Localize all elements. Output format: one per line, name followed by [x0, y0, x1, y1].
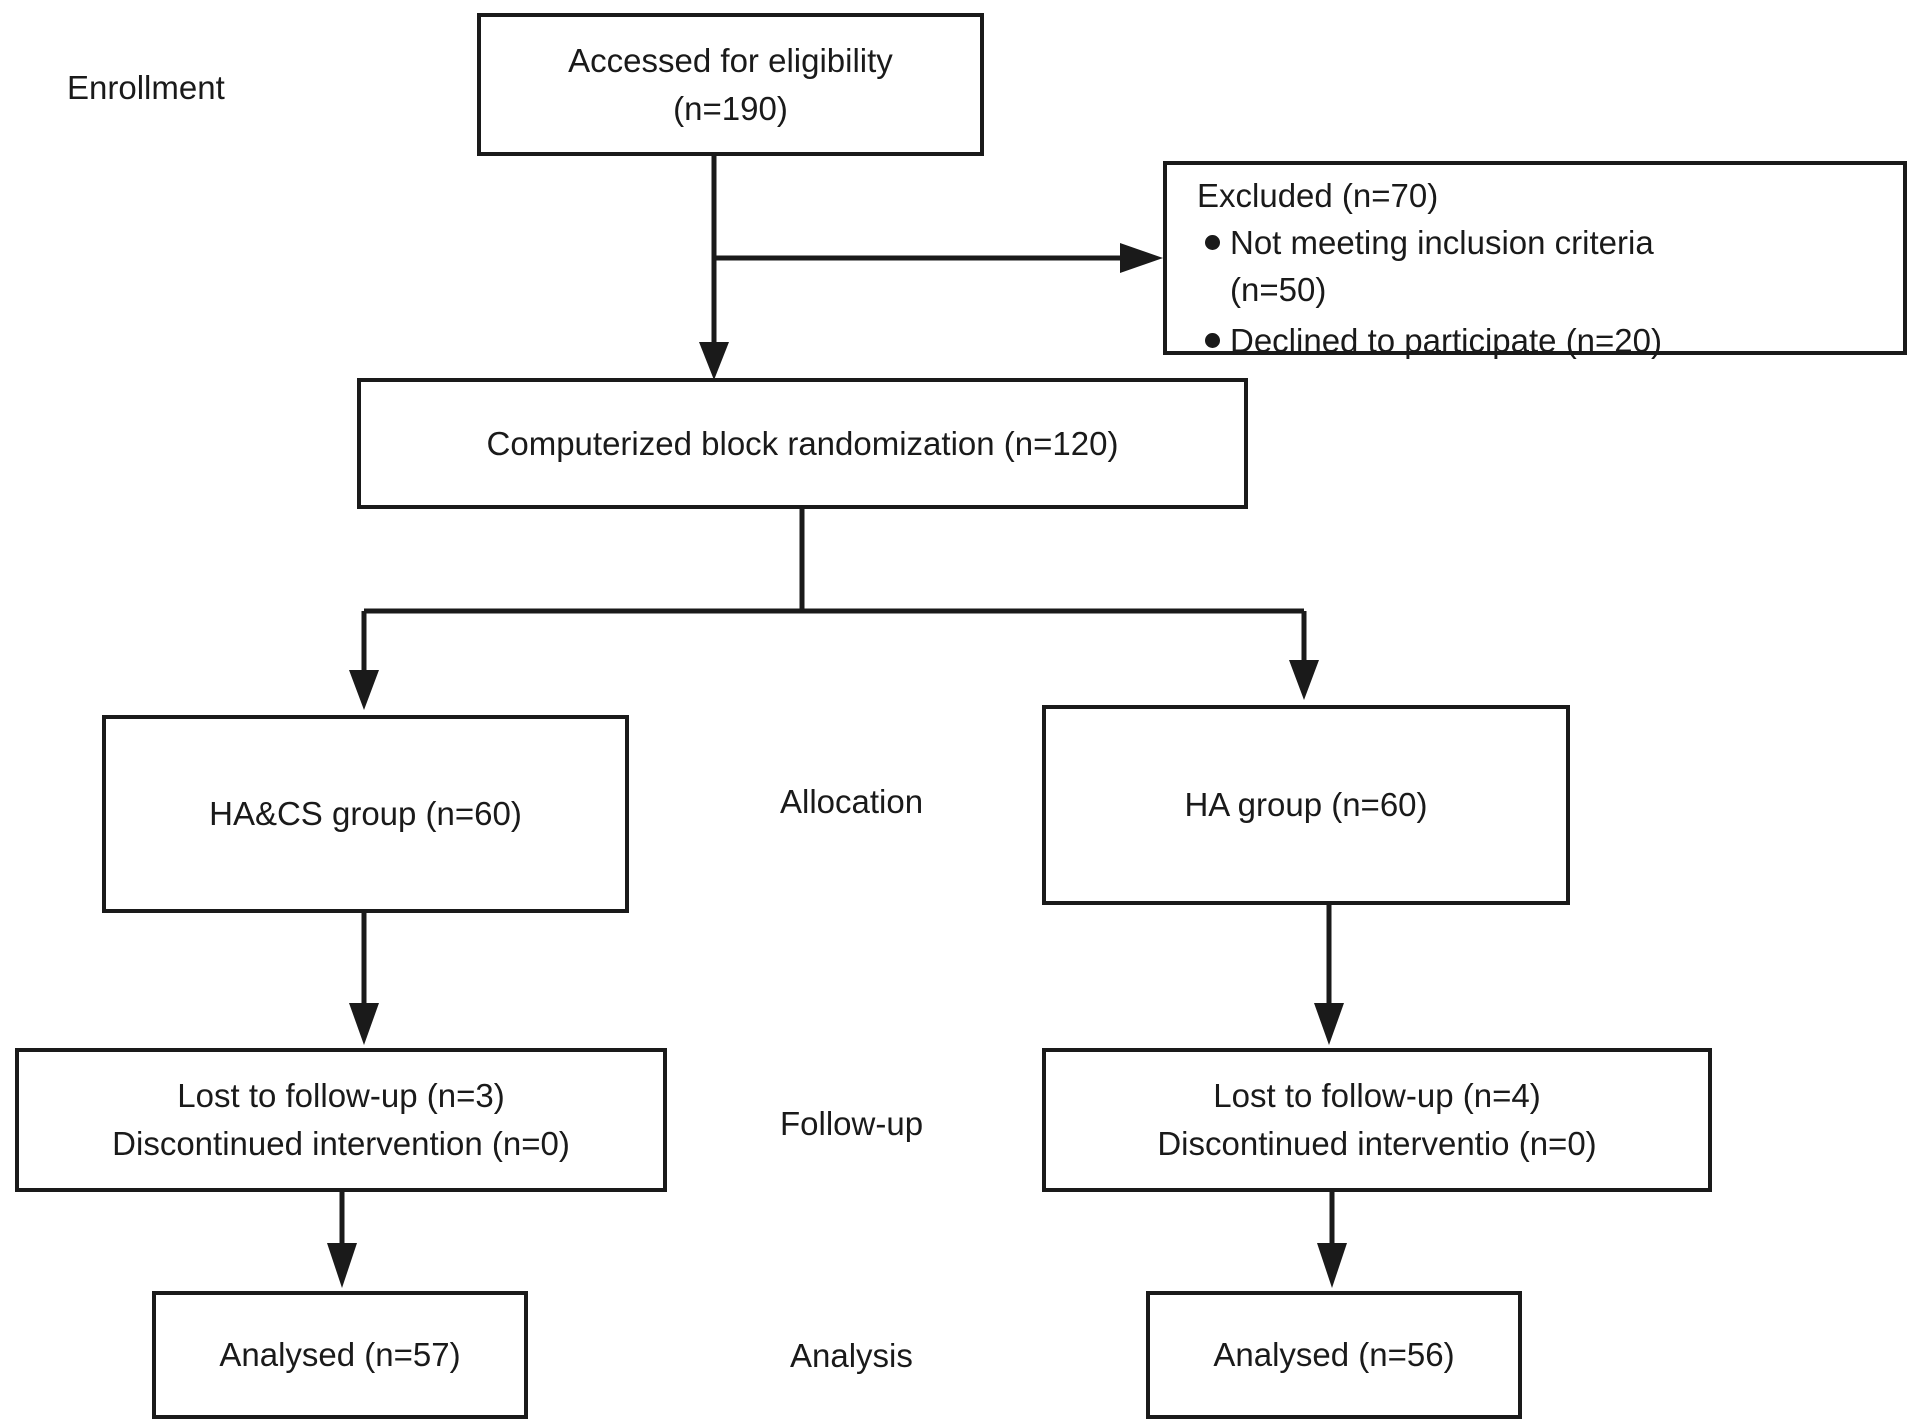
follow-up-lost-right: Lost to follow-up (n=4)	[1213, 1077, 1541, 1115]
randomization-label: Computerized block randomization (n=120)	[486, 424, 1119, 462]
allocation-label-right: HA group (n=60)	[1184, 786, 1428, 824]
analysis-box-right: Analysed (n=56)	[1146, 1291, 1522, 1419]
analysis-box-left: Analysed (n=57)	[152, 1291, 528, 1419]
analysis-label-left: Analysed (n=57)	[219, 1336, 461, 1374]
eligibility-box: Accessed for eligibility (n=190)	[477, 13, 984, 156]
excluded-reason-label: Declined to participate (n=20)	[1230, 321, 1662, 359]
follow-up-discontinued-right: Discontinued interventio (n=0)	[1157, 1125, 1597, 1162]
bullet-icon	[1205, 234, 1220, 250]
excluded-reason-count: (n=50)	[1230, 270, 1327, 308]
follow-up-lost-left: Lost to follow-up (n=3)	[177, 1077, 505, 1115]
follow-up-discontinued-left: Discontinued intervention (n=0)	[112, 1125, 570, 1162]
arrowhead-down-icon	[1317, 1243, 1347, 1288]
allocation-label-left: HA&CS group (n=60)	[209, 795, 522, 833]
follow-up-box-right: Lost to follow-up (n=4) Discontinued int…	[1042, 1048, 1712, 1192]
allocation-box-left: HA&CS group (n=60)	[102, 715, 629, 913]
stage-label-enrollment: Enrollment	[67, 69, 225, 106]
stage-label-allocation: Allocation	[780, 783, 924, 820]
bullet-icon	[1205, 332, 1220, 348]
randomization-box: Computerized block randomization (n=120)	[357, 378, 1248, 509]
arrowhead-right-icon	[1120, 243, 1163, 273]
arrowhead-down-icon	[327, 1243, 357, 1288]
stage-label-analysis: Analysis	[790, 1337, 913, 1374]
arrowhead-down-icon	[349, 1003, 379, 1045]
eligibility-count: (n=190)	[673, 89, 788, 127]
allocation-box-right: HA group (n=60)	[1042, 705, 1570, 905]
arrowhead-down-icon	[699, 342, 729, 380]
excluded-box: Excluded (n=70) Not meeting inclusion cr…	[1163, 161, 1907, 359]
excluded-title: Excluded (n=70)	[1197, 177, 1439, 214]
follow-up-box-left: Lost to follow-up (n=3) Discontinued int…	[15, 1048, 667, 1192]
excluded-reason-item: Not meeting inclusion criteria	[1197, 220, 1654, 267]
eligibility-label: Accessed for eligibility	[568, 41, 893, 79]
excluded-reason-continuation: (n=50)	[1197, 267, 1326, 314]
arrowhead-down-icon	[349, 670, 379, 710]
arrowhead-down-icon	[1289, 660, 1319, 700]
excluded-reason-item: Declined to participate (n=20)	[1197, 318, 1662, 365]
stage-label-follow-up: Follow-up	[780, 1105, 924, 1142]
excluded-reason-label: Not meeting inclusion criteria	[1230, 223, 1654, 261]
arrowhead-down-icon	[1314, 1003, 1344, 1045]
analysis-label-right: Analysed (n=56)	[1213, 1336, 1455, 1374]
